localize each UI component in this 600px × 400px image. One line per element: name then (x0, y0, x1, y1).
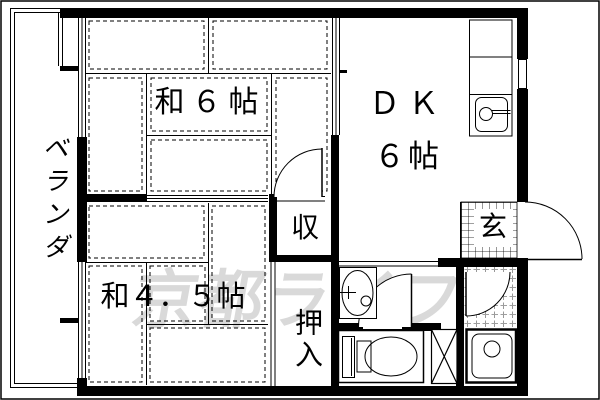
walls (60, 8, 528, 396)
window-icon (518, 59, 527, 89)
tatami-room45 (86, 203, 268, 385)
window-icon (78, 18, 340, 378)
label-entrance: 玄 (478, 211, 507, 242)
storage-door (273, 148, 323, 198)
veranda-partition-tick (60, 318, 78, 323)
label-oshiire-closet: 押入 (292, 307, 323, 372)
swing-door-icon (465, 271, 511, 317)
partition-tick (340, 70, 347, 73)
entrance-tile-floor (460, 201, 518, 259)
toilet-icon (337, 329, 425, 384)
label-storage-closet: 収 (290, 212, 319, 243)
entrance-door (524, 201, 583, 261)
veranda-partition-tick (60, 66, 78, 71)
kitchen-sink-icon (469, 19, 513, 137)
crossed-box-icon (430, 328, 458, 385)
label-japanese-room-6: 和６帖 (154, 86, 266, 119)
tatami-room6 (86, 18, 331, 194)
sliding-door-lines (147, 195, 461, 386)
veranda-railing (10, 8, 78, 388)
washbasin-icon (339, 267, 377, 319)
label-veranda: ベランダ (39, 133, 69, 266)
bathroom-floor (464, 267, 517, 327)
entrance-label-bg (474, 209, 513, 247)
swing-door-icon (273, 148, 323, 198)
label-dk-line2: ６帖 (374, 139, 442, 174)
swing-door-icon (524, 201, 583, 260)
label-dk-line1: ＤＫ (369, 86, 447, 121)
bathtub-icon (465, 328, 518, 384)
label-japanese-room-45: 和４．５帖 (100, 281, 246, 313)
